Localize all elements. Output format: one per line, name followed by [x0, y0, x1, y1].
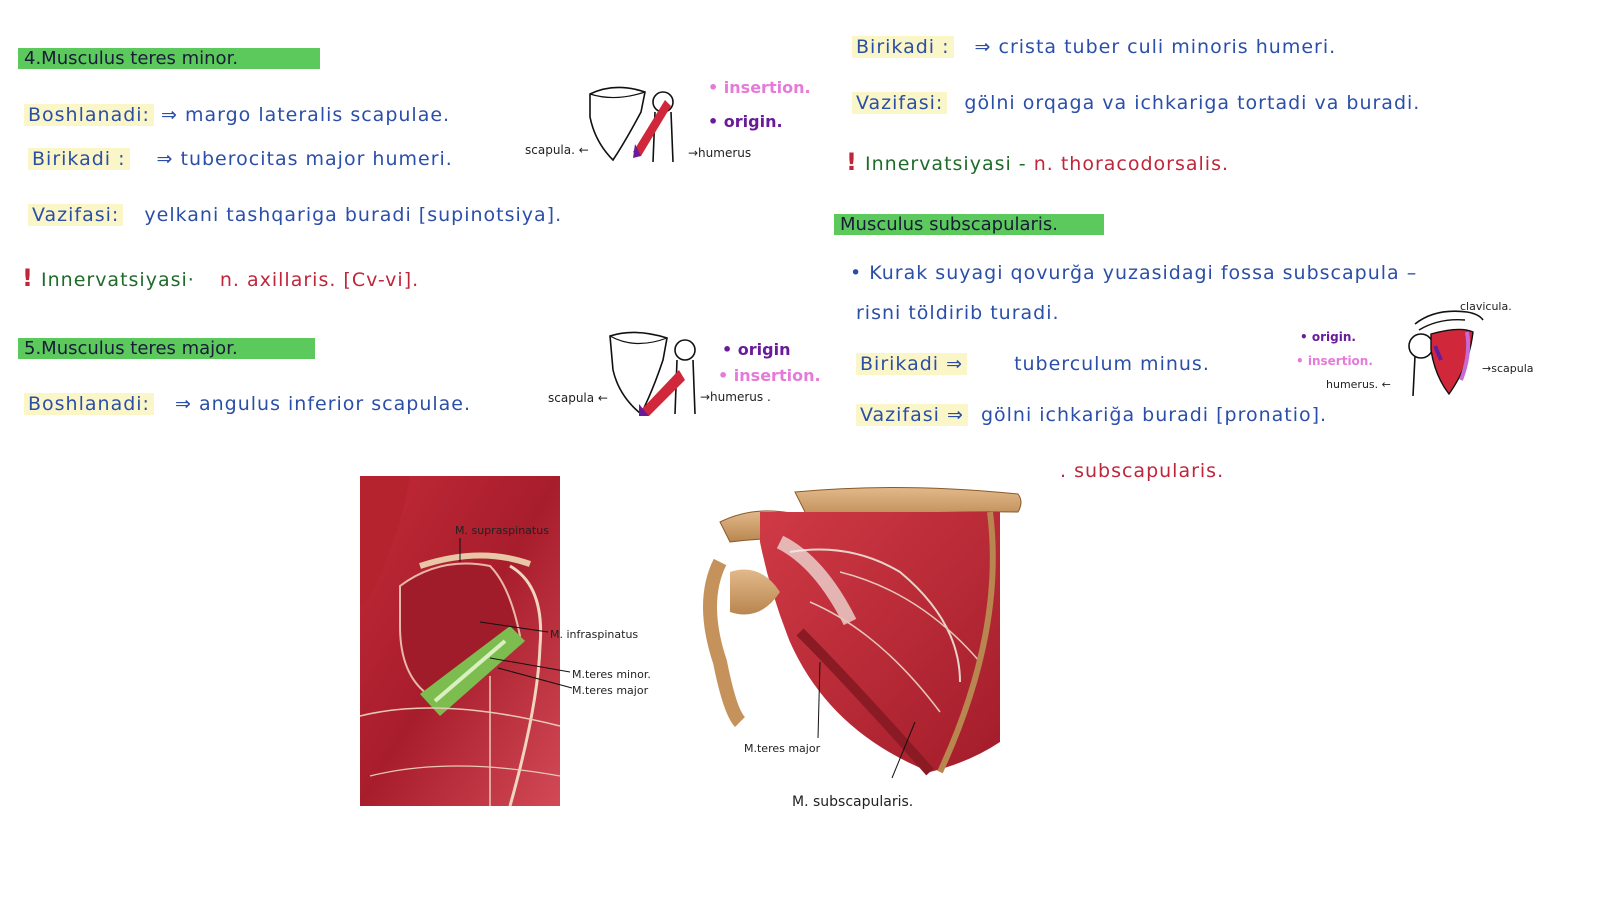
insertion-value: ⇒ crista tuber culi minoris humeri. — [974, 36, 1337, 58]
subscapularis-description-1: • Kurak suyagi qovurğa yuzasidagi fossa … — [850, 262, 1418, 284]
teres-minor-diagram — [589, 86, 674, 163]
scapula-label: scapula. ← — [525, 143, 589, 157]
label-teres-major: M.teres major — [572, 684, 649, 697]
insertion-value: tuberculum minus. — [1014, 353, 1210, 375]
label-infraspinatus: M. infraspinatus — [550, 628, 639, 641]
legend-origin: • origin — [722, 340, 791, 359]
origin-value: ⇒ angulus inferior scapulae. — [175, 393, 472, 415]
innervation-key: Innervatsiyasi· — [41, 269, 195, 291]
posterior-shoulder-illustration — [359, 476, 561, 807]
legend-insertion: • insertion. — [718, 366, 821, 385]
origin-value: ⇒ margo lateralis scapulae. — [161, 104, 451, 126]
scapula-label: →scapula — [1482, 362, 1534, 375]
teres-major-origin-line: Boshlanadi: ⇒ angulus inferior scapulae. — [24, 393, 471, 415]
label-teres-major: M.teres major — [744, 742, 821, 755]
teres-minor-origin-line: Boshlanadi: ⇒ margo lateralis scapulae. — [24, 104, 450, 126]
clavicula-label: clavicula. — [1460, 300, 1512, 313]
function-value: gölni ichkariğa buradi [pronatio]. — [980, 404, 1328, 426]
humerus-label: →humerus — [688, 146, 752, 160]
teres-major-diagram — [609, 331, 696, 416]
insertion-key: Birikadi : — [852, 36, 954, 58]
section-title-teres-minor: 4.Musculus teres minor. — [18, 48, 320, 69]
legend-insertion: • insertion. — [708, 78, 811, 97]
exclamation-icon: ! — [846, 148, 858, 176]
anterior-scapula-illustration — [703, 486, 1022, 779]
teres-minor-insertion-line: Birikadi : ⇒ tuberocitas major humeri. — [28, 148, 453, 170]
section-title-teres-major: 5.Musculus teres major. — [18, 338, 315, 359]
section-title-subscapularis: Musculus subscapularis. — [834, 214, 1104, 235]
humerus-label: humerus. ← — [1326, 378, 1391, 391]
innervation-value: n. thoracodorsalis. — [1033, 153, 1230, 175]
subscapularis-function-line: Vazifasi ⇒ gölni ichkariğa buradi [prona… — [856, 404, 1327, 426]
function-value: yelkani tashqariga buradi [supinotsiya]. — [144, 204, 563, 226]
function-key: Vazifasi: — [852, 92, 948, 114]
humerus-label: →humerus . — [700, 390, 771, 404]
teres-minor-function-line: Vazifasi: yelkani tashqariga buradi [sup… — [28, 204, 562, 226]
teres-major-innervation-line: ! Innervatsiyasi - n. thoracodorsalis. — [846, 148, 1229, 176]
insertion-key: Birikadi : — [28, 148, 130, 170]
subscapularis-diagram — [1408, 310, 1484, 397]
subscapularis-insertion-line: Birikadi ⇒ tuberculum minus. — [856, 353, 1210, 375]
origin-key: Boshlanadi: — [24, 393, 154, 415]
innervation-key: Innervatsiyasi - — [865, 153, 1027, 175]
legend-origin: • origin. — [708, 112, 783, 131]
exclamation-icon: ! — [22, 264, 34, 292]
teres-minor-innervation-line: ! Innervatsiyasi· n. axillaris. [Cv-vi]. — [22, 264, 419, 292]
teres-major-insertion-line: Birikadi : ⇒ crista tuber culi minoris h… — [852, 36, 1336, 58]
teres-major-function-line: Vazifasi: gölni orqaga va ichkariga tort… — [852, 92, 1420, 114]
legend-origin: • origin. — [1300, 330, 1356, 344]
function-key: Vazifasi ⇒ — [856, 404, 968, 426]
insertion-value: ⇒ tuberocitas major humeri. — [156, 148, 453, 170]
function-value: gölni orqaga va ichkariga tortadi va bur… — [964, 92, 1421, 114]
label-teres-minor: M.teres minor. — [572, 668, 651, 681]
function-key: Vazifasi: — [28, 204, 124, 226]
label-subscapularis: M. subscapularis. — [792, 794, 914, 810]
leader-lines — [459, 538, 573, 689]
label-supraspinatus: M. supraspinatus — [455, 524, 549, 537]
insertion-key: Birikadi ⇒ — [856, 353, 968, 375]
origin-key: Boshlanadi: — [24, 104, 154, 126]
subscapularis-innervation-value: . subscapularis. — [1060, 460, 1225, 482]
legend-insertion: • insertion. — [1296, 354, 1373, 368]
scapula-label: scapula ← — [548, 391, 608, 405]
subscapularis-description-2: risni töldirib turadi. — [856, 302, 1060, 324]
innervation-value: n. axillaris. [Cv-vi]. — [219, 269, 420, 291]
